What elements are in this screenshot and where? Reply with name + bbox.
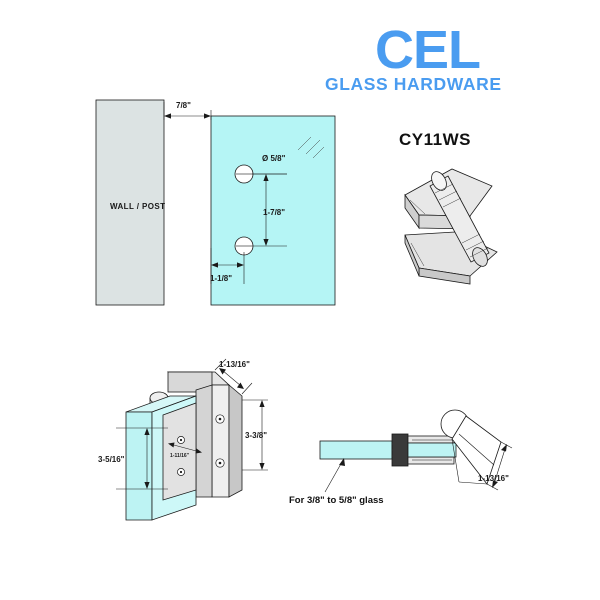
edge-offset-label: 1-1/8" xyxy=(210,274,232,283)
section-arm-dimension: 1-13/16" xyxy=(478,441,513,491)
logo-tagline-text: GLASS HARDWARE xyxy=(325,74,502,94)
hole-diameter-label: Ø 5/8" xyxy=(262,154,286,163)
product-code: CY11WS xyxy=(399,130,471,149)
hinge-body-mid xyxy=(195,384,213,498)
section-clamp-lower xyxy=(407,456,455,465)
hole-spacing-label: 1-7/8" xyxy=(263,208,285,217)
barrel-top-cap xyxy=(431,171,447,191)
elevation-height-dimension: 3-3/8" xyxy=(242,399,268,471)
hinge-lower-wing-edge xyxy=(404,234,420,277)
plan-view: WALL / POST 7/8" xyxy=(95,99,336,306)
elevation-width-label: 1-13/16" xyxy=(219,360,250,369)
knuckle-ribs xyxy=(392,438,408,462)
glass-thickness-note: For 3/8" to 5/8" glass xyxy=(289,495,384,506)
edge-offset-dimension: 1-1/8" xyxy=(210,248,245,284)
section-moving-glass xyxy=(407,442,457,458)
glass-shine-icon xyxy=(297,136,325,159)
wall-plate-front xyxy=(167,371,213,393)
elevation-width-dimension: 1-13/16" xyxy=(214,358,253,395)
wall-post-label: WALL / POST xyxy=(110,202,165,211)
isometric-hinge-view xyxy=(404,168,498,285)
company-logo: CEL GLASS HARDWARE xyxy=(325,20,502,94)
gap-dimension: 7/8" xyxy=(163,101,212,120)
section-fixed-glass xyxy=(319,440,393,460)
gap-dimension-label: 7/8" xyxy=(176,101,191,110)
logo-main-text: CEL xyxy=(375,20,480,80)
clamp-offset-label: 1-11/16" xyxy=(170,453,190,459)
elevation-view: 1-13/16" 3-3/8" 3-5/16" xyxy=(98,358,268,521)
body-screw-upper-center xyxy=(218,417,222,421)
glass-clamp-pad xyxy=(162,402,197,501)
clamp-offset-dimension: 1-11/16" xyxy=(168,442,202,459)
glass-panel xyxy=(210,115,336,306)
glass-height-label: 3-5/16" xyxy=(98,455,125,464)
section-clamp-upper xyxy=(407,435,455,444)
glass-height-dimension: 3-5/16" xyxy=(98,427,168,490)
clamp-screw-upper-center xyxy=(179,438,183,442)
glass-note-leader xyxy=(324,458,345,493)
section-view: For 3/8" to 5/8" glass 1-13/16" xyxy=(289,409,513,506)
wall-post-block xyxy=(95,99,165,306)
clamp-screw-lower-center xyxy=(179,470,183,474)
hinge-body-right xyxy=(211,384,230,498)
hinge-barrel xyxy=(429,171,490,267)
elevation-height-label: 3-3/8" xyxy=(245,431,267,440)
barrel-bottom-cap xyxy=(472,247,488,267)
hinge-body-right-side xyxy=(228,384,243,498)
hole-spacing-dimension: 1-7/8" xyxy=(252,173,287,247)
body-screw-lower-center xyxy=(218,461,222,465)
section-arm-label: 1-13/16" xyxy=(478,474,509,483)
